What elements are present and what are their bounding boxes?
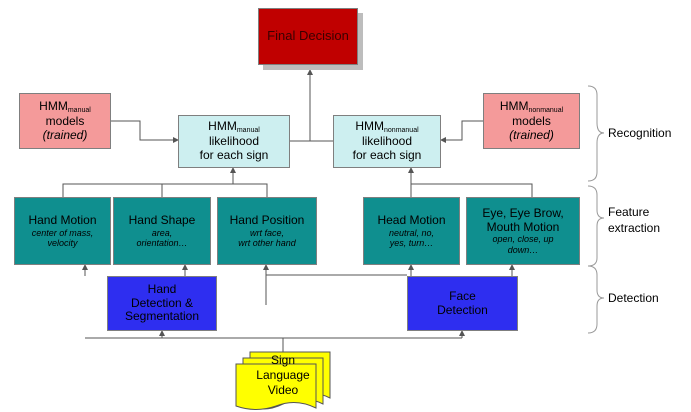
- feature-sub: center of mass,: [31, 227, 94, 238]
- face-detection-line1: Face: [449, 288, 476, 303]
- stage-feature-line1: Feature: [608, 205, 650, 219]
- manual-likelihood-line3: for each sign: [199, 148, 269, 163]
- manual-likelihood-sub: manual: [236, 127, 260, 135]
- nonmanual-models-sub: nonmanual: [528, 106, 564, 114]
- nonmanual-models-line3: (trained): [509, 127, 554, 142]
- face-detection-box: Face Detection: [407, 276, 518, 331]
- hand-detection-box: Hand Detection & Segmentation: [107, 276, 217, 331]
- stage-feature-extraction: Feature extraction: [608, 204, 660, 236]
- feature-sub: wrt other hand: [238, 237, 296, 248]
- feature-title: Head Motion: [377, 212, 446, 227]
- manual-models-sub: manual: [67, 106, 91, 114]
- manual-likelihood-box: HMMmanual likelihood for each sign: [178, 115, 290, 168]
- final-decision-box: Final Decision: [258, 8, 358, 65]
- nonmanual-likelihood-hmm: HMM: [355, 119, 385, 134]
- manual-models-hmm: HMM: [39, 98, 68, 113]
- nonmanual-models-line2: models: [512, 113, 551, 128]
- feature-title: Hand Shape: [128, 212, 196, 227]
- feature-sub: open, close, up: [492, 234, 554, 245]
- stage-feature-line2: extraction: [608, 221, 661, 235]
- feature-sub: wrt face,: [249, 227, 284, 238]
- manual-models-arrow: [111, 120, 179, 143]
- face-detection-line2: Detection: [437, 302, 488, 317]
- detection-bracket: [587, 265, 605, 334]
- feature-sub: area,: [151, 227, 173, 238]
- feature-sub: yes, turn…: [389, 237, 434, 248]
- nonmanual-models-box: HMMnonmanual models (trained): [483, 93, 580, 149]
- feature-title: Mouth Motion: [486, 219, 560, 234]
- hand-detection-line3: Segmentation: [124, 309, 200, 324]
- manual-likelihood-hmm: HMM: [208, 119, 237, 134]
- manual-likelihood-line2: likelihood: [208, 134, 260, 149]
- feature-sub: velocity: [47, 237, 78, 248]
- video-label: Sign Language Video: [236, 353, 330, 398]
- nonmanual-likelihood-box: HMMnonmanual likelihood for each sign: [333, 115, 441, 168]
- nonmanual-likelihood-sub: nonmanual: [384, 127, 419, 135]
- feature-title: Eye, Eye Brow,: [482, 205, 564, 220]
- feature-sub: neutral, no,: [388, 227, 435, 238]
- feature-sub: down…: [507, 244, 539, 255]
- feature-bracket: [587, 185, 605, 267]
- stage-detection: Detection: [608, 291, 659, 305]
- feature-head-motion: Head Motion neutral, no, yes, turn…: [363, 197, 460, 265]
- feature-title: Hand Position: [229, 212, 305, 227]
- nonmanual-models-hmm: HMM: [499, 98, 529, 113]
- feature-eye-mouth-motion: Eye, Eye Brow, Mouth Motion open, close,…: [466, 197, 580, 265]
- nonmanual-feature-bus: [410, 183, 533, 197]
- nonmanual-models-arrow: [440, 120, 483, 143]
- manual-models-line3: (trained): [42, 127, 88, 142]
- hand-detection-line1: Hand: [147, 281, 177, 296]
- recognition-bracket: [587, 85, 605, 182]
- feature-hand-motion: Hand Motion center of mass, velocity: [14, 197, 111, 265]
- feature-title: Hand Motion: [28, 212, 97, 227]
- video-line2: Language: [256, 368, 310, 382]
- stage-recognition: Recognition: [608, 126, 672, 140]
- manual-models-line2: models: [45, 113, 85, 128]
- nonmanual-likelihood-line3: for each sign: [352, 148, 422, 163]
- feature-hand-shape: Hand Shape area, orientation…: [113, 197, 211, 265]
- manual-feature-bus: [62, 183, 268, 197]
- video-line3: Video: [267, 383, 299, 397]
- feature-hand-position: Hand Position wrt face, wrt other hand: [217, 197, 317, 265]
- feature-sub: orientation…: [136, 237, 188, 248]
- hand-detection-line2: Detection &: [130, 295, 194, 310]
- manual-models-box: HMMmanual models (trained): [19, 93, 111, 149]
- nonmanual-likelihood-line2: likelihood: [361, 134, 413, 149]
- video-line1: Sign: [270, 353, 296, 367]
- final-decision-label: Final Decision: [267, 28, 349, 44]
